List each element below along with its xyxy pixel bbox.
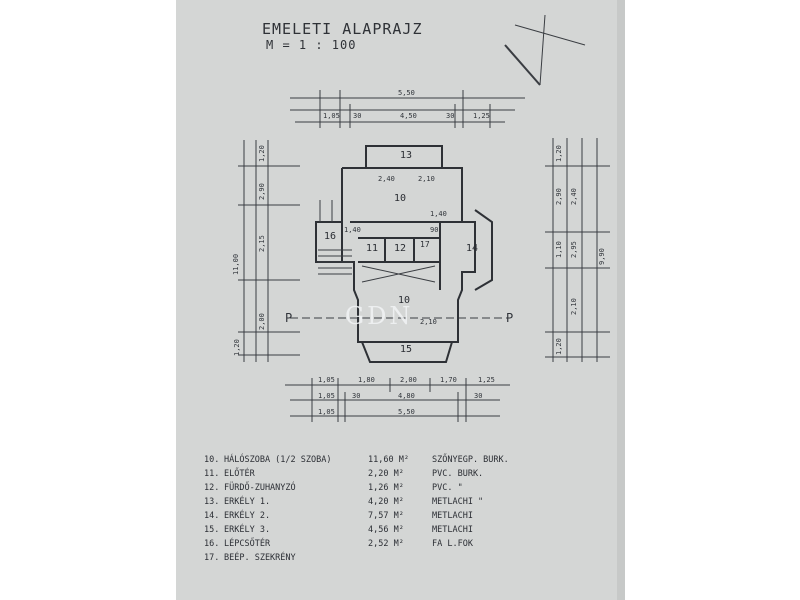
- legend-name: ELŐTÉR: [224, 469, 255, 479]
- room-14-label: 14: [466, 243, 479, 254]
- balcony-14: [474, 209, 493, 291]
- dim-right-d: 1,10: [555, 241, 563, 258]
- dim-bottom-g: 30: [352, 392, 361, 400]
- dim-left-d: 2,00: [258, 313, 266, 330]
- balcony-13: [365, 145, 443, 169]
- drawing-sheet: [176, 0, 624, 600]
- dim-bottom-total: 5,50: [398, 408, 415, 416]
- dim-inner-f: 2,10: [420, 318, 437, 326]
- dim-bottom-c: 2,00: [400, 376, 417, 384]
- balcony-15: [361, 341, 453, 363]
- legend-floor: FA L.FOK: [432, 539, 473, 549]
- dim-right-e: 2,95: [570, 241, 578, 258]
- section-marker-left: P: [285, 311, 293, 325]
- legend-name: ERKÉLY 2.: [224, 511, 271, 521]
- legend-name: ERKÉLY 1.: [224, 497, 271, 507]
- dim-bottom-h: 4,80: [398, 392, 415, 400]
- room-11-label: 11: [366, 243, 379, 254]
- legend-floor: METLACHI ": [432, 497, 484, 507]
- dim-bottom-j: 1,05: [318, 408, 335, 416]
- legend-name: FÜRDŐ-ZUHANYZÓ: [224, 483, 296, 493]
- legend-num: 17.: [204, 553, 220, 563]
- legend-num: 14.: [204, 511, 220, 521]
- dim-right-f: 2,10: [570, 298, 578, 315]
- dim-left-c: 2,15: [258, 235, 266, 252]
- wall-outline: [341, 167, 476, 343]
- dim-bottom-a: 1,05: [318, 376, 335, 384]
- dim-bottom-f: 1,05: [318, 392, 335, 400]
- dim-top-total: 5,50: [398, 89, 415, 97]
- dim-bottom-i: 30: [474, 392, 483, 400]
- room-16-label: 16: [324, 231, 337, 242]
- dim-right-a: 1,20: [555, 145, 563, 162]
- north-arrow-line-2: [539, 14, 546, 86]
- dim-left-b: 2,90: [258, 183, 266, 200]
- dim-inner-e: 90: [430, 226, 439, 234]
- legend-name: HÁLÓSZOBA (1/2 SZOBA): [224, 455, 332, 465]
- dim-top-c: 4,50: [400, 112, 417, 120]
- room-12-label: 12: [394, 243, 407, 254]
- legend-num: 15.: [204, 525, 220, 535]
- legend-num: 11.: [204, 469, 220, 479]
- dim-left-a: 1,20: [258, 145, 266, 162]
- dim-inner-c: 1,40: [344, 226, 361, 234]
- north-arrow-line-3: [504, 44, 541, 86]
- legend-name: ERKÉLY 3.: [224, 525, 271, 535]
- room-10-bottom-label: 10: [398, 295, 411, 306]
- dim-top-b: 30: [353, 112, 362, 120]
- dim-bottom-e: 1,25: [478, 376, 495, 384]
- dim-right-g: 1,20: [555, 338, 563, 355]
- dim-bottom-b: 1,80: [358, 376, 375, 384]
- legend-floor: METLACHI: [432, 525, 473, 535]
- legend-floor: SZŐNYEGP. BURK.: [432, 455, 509, 465]
- dim-top-d: 30: [446, 112, 455, 120]
- drawing-title: EMELETI ALAPRAJZ: [262, 20, 423, 38]
- sheet-edge: [617, 0, 625, 600]
- room-13-label: 13: [400, 150, 413, 161]
- room-17-label: 17: [420, 240, 430, 249]
- dim-left-e: 1,20: [233, 339, 241, 356]
- dim-inner-b: 2,10: [418, 175, 435, 183]
- legend-area: 1,26 M²: [368, 483, 404, 493]
- legend-area: 7,57 M²: [368, 511, 404, 521]
- drawing-scale: M = 1 : 100: [266, 38, 357, 52]
- dim-right-b: 2,90: [555, 188, 563, 205]
- legend-area: 4,56 M²: [368, 525, 404, 535]
- legend-num: 10.: [204, 455, 220, 465]
- watermark-logo: GDN: [345, 302, 414, 330]
- legend-area: 2,20 M²: [368, 469, 404, 479]
- dim-right-c: 2,40: [570, 188, 578, 205]
- legend-num: 16.: [204, 539, 220, 549]
- legend-floor: PVC. ": [432, 483, 463, 493]
- north-arrow-line-1: [514, 24, 586, 46]
- legend-num: 13.: [204, 497, 220, 507]
- room-15-label: 15: [400, 344, 413, 355]
- dim-right-total: 9,90: [598, 248, 606, 265]
- legend-floor: PVC. BURK.: [432, 469, 484, 479]
- legend-area: 2,52 M²: [368, 539, 404, 549]
- legend-area: 11,60 M²: [368, 455, 409, 465]
- section-marker-right: P: [506, 311, 514, 325]
- legend-name: BEÉP. SZEKRÉNY: [224, 553, 296, 563]
- dim-top-a: 1,05: [323, 112, 340, 120]
- room-10-top-label: 10: [394, 193, 407, 204]
- legend-num: 12.: [204, 483, 220, 493]
- legend-floor: METLACHI: [432, 511, 473, 521]
- legend-area: 4,20 M²: [368, 497, 404, 507]
- dim-left-total: 11,00: [232, 253, 240, 275]
- dim-bottom-d: 1,70: [440, 376, 457, 384]
- dim-inner-a: 2,40: [378, 175, 395, 183]
- legend-name: LÉPCSŐTÉR: [224, 539, 271, 549]
- dim-inner-d: 1,40: [430, 210, 447, 218]
- dim-top-e: 1,25: [473, 112, 490, 120]
